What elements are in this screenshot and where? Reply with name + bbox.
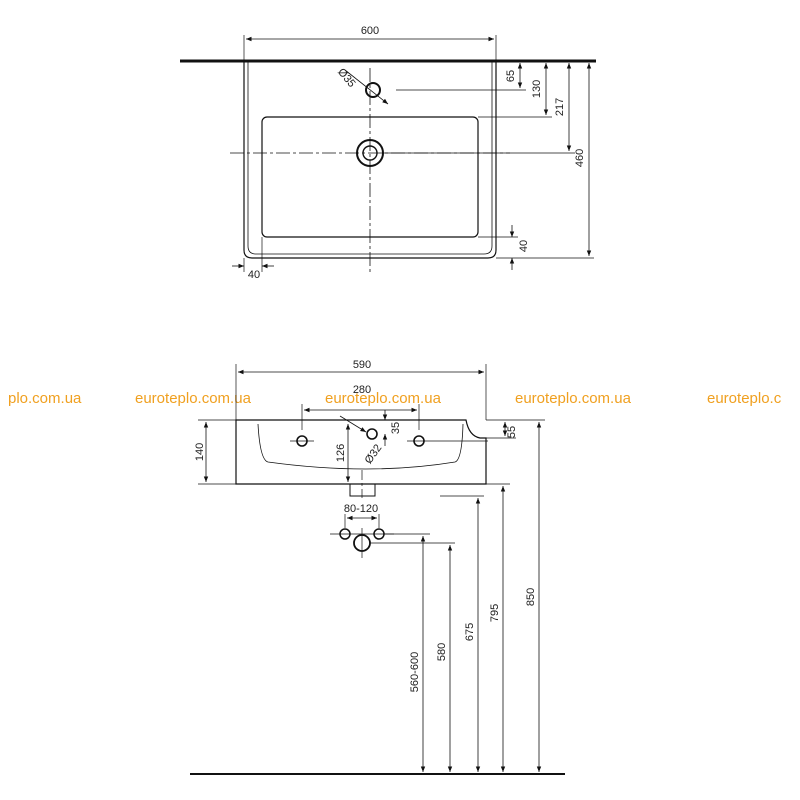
watermarks: plo.com.ua euroteplo.com.ua euroteplo.co… xyxy=(8,390,782,407)
drain-neck xyxy=(349,483,376,497)
dim-560-600: 560-600 xyxy=(409,652,421,692)
dim-130: 130 xyxy=(531,80,543,98)
dim-55: 55 xyxy=(506,426,518,438)
dim-590: 590 xyxy=(353,359,371,371)
basin-outline-front xyxy=(235,419,487,485)
dim-80-120: 80-120 xyxy=(344,503,378,515)
top-view: 600 Ø35 65 130 217 460 40 40 xyxy=(180,25,596,281)
dim-580: 580 xyxy=(436,643,448,661)
tap-hole-front xyxy=(366,428,378,440)
dim-460: 460 xyxy=(574,149,586,167)
dim-65: 65 xyxy=(505,70,517,82)
watermark-4: euroteplo.com.ua xyxy=(515,390,632,407)
dim-126: 126 xyxy=(335,444,347,462)
dim-40-right: 40 xyxy=(518,240,530,252)
tap-hole xyxy=(365,82,381,98)
dim-32: Ø32 xyxy=(363,442,385,466)
dim-675: 675 xyxy=(464,623,476,641)
dim-40-left: 40 xyxy=(248,269,260,281)
dim-217: 217 xyxy=(554,98,566,116)
front-view: 590 280 140 126 35 Ø32 55 80-120 560-600… xyxy=(190,359,565,775)
watermark-3: euroteplo.com.ua xyxy=(325,390,442,407)
dim-795: 795 xyxy=(489,604,501,622)
watermark-5: euroteplo.c xyxy=(707,390,782,407)
dim-600: 600 xyxy=(361,25,379,37)
dim-280: 280 xyxy=(353,384,371,396)
dim-35: 35 xyxy=(390,422,402,434)
dim-tap-hole: Ø35 xyxy=(335,66,358,90)
dim-850: 850 xyxy=(525,588,537,606)
watermark-1: plo.com.ua xyxy=(8,390,82,407)
watermark-2: euroteplo.com.ua xyxy=(135,390,252,407)
dim-140: 140 xyxy=(194,443,206,461)
